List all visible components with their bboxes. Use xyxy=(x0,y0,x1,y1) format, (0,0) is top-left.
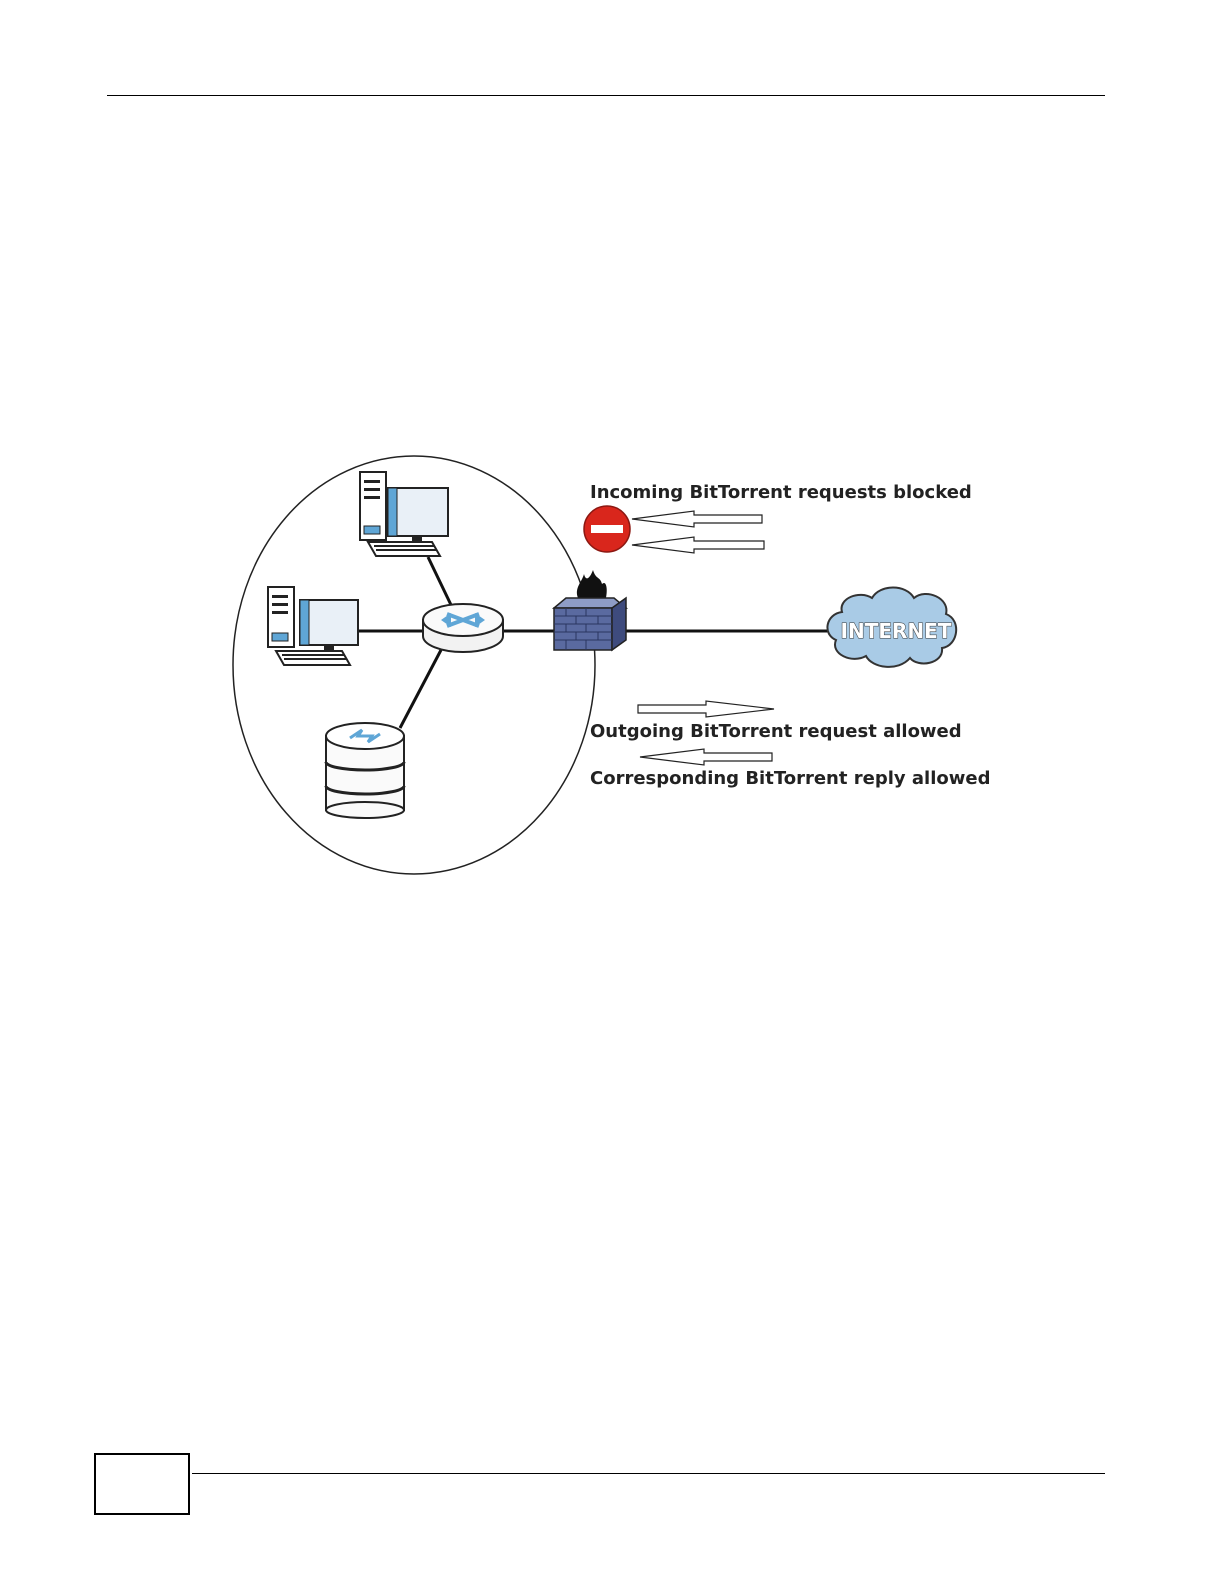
outgoing-allowed-label: Outgoing BitTorrent request allowed xyxy=(590,721,962,742)
cloud-label: INTERNET xyxy=(841,619,952,643)
reply-allowed-label: Corresponding BitTorrent reply allowed xyxy=(590,768,990,789)
incoming-arrow xyxy=(632,511,762,527)
incoming-blocked-label: Incoming BitTorrent requests blocked xyxy=(590,482,972,503)
router-icon xyxy=(423,604,503,652)
computer-icon xyxy=(268,587,358,665)
firewall-icon xyxy=(554,570,626,650)
reply-arrow xyxy=(640,749,772,765)
server-icon xyxy=(326,723,404,818)
outgoing-arrow xyxy=(638,701,774,717)
internet-cloud-icon: INTERNET xyxy=(827,588,956,667)
stop-icon xyxy=(584,506,630,552)
page-number-box xyxy=(94,1453,190,1515)
computer-icon xyxy=(360,472,448,556)
incoming-arrow xyxy=(632,537,764,553)
footer-rule xyxy=(192,1473,1105,1474)
